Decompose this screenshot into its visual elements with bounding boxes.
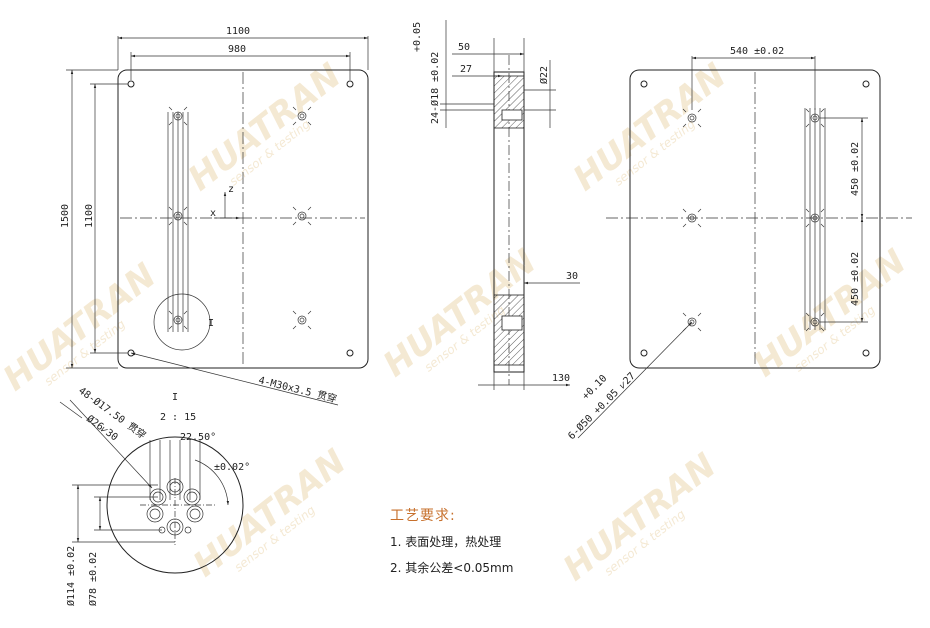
detail-outer-circle (106, 436, 244, 574)
dim-27: 27 (460, 64, 472, 75)
dim-width-1100: 1100 (226, 26, 250, 37)
watermark-brand-7: HUATRAN (181, 56, 349, 199)
section-tol-lower: 24-Ø18 ±0.02 (429, 52, 441, 124)
detail-scale: 2 : 15 (160, 412, 196, 423)
tube-bundle (167, 112, 189, 332)
detail-tube-lines (149, 440, 201, 500)
watermark-brand-5: HUATRAN (746, 242, 914, 385)
process-requirements: 工艺要求: 1. 表面处理，热处理 2. 其余公差<0.05mm (390, 505, 590, 585)
dim-450-upper: 450 ±0.02 (850, 142, 861, 196)
dim-50: 50 (458, 42, 470, 53)
dim-130: 130 (552, 373, 570, 384)
section-tol-upper: +0.05 (412, 22, 423, 52)
section-plate-outline (493, 71, 525, 373)
front-hole-callout: 4-M30x3.5 贯穿 (257, 373, 338, 405)
corner-hole (346, 349, 354, 357)
dim-height-1100: 1100 (84, 204, 95, 228)
dim-width-980: 980 (228, 44, 246, 55)
front-detail-ref: I (208, 318, 214, 329)
dim-450-lower: 450 ±0.02 (850, 252, 861, 306)
corner-hole (346, 80, 354, 88)
detail-circle-I (153, 293, 211, 351)
watermark-brand-1: HUATRAN (0, 256, 164, 399)
rear-view: 540 ±0.02 450 ±0.02 450 ±0.02 +0.10 6-Ø5… (566, 46, 912, 442)
dim-height-1500: 1500 (60, 204, 71, 228)
corner-hole (127, 80, 135, 88)
rear-tube-bundle (804, 108, 826, 330)
detail-dim-114: Ø114 ±0.02 (65, 546, 77, 606)
notes-item-1: 1. 表面处理，热处理 (390, 535, 502, 549)
dim-30: 30 (566, 271, 578, 282)
front-plate-outline (117, 69, 369, 369)
rear-plate-outline (629, 69, 881, 369)
axis-z-label: z (228, 184, 234, 195)
dim-540: 540 ±0.02 (730, 46, 784, 57)
detail-dim-78: Ø78 ±0.02 (87, 552, 99, 606)
notes-item-2: 2. 其余公差<0.05mm (390, 561, 514, 575)
watermark-brand-4: HUATRAN (566, 56, 734, 199)
section-view: 50 27 +0.05 24-Ø18 ±0.02 Ø22 30 130 (412, 20, 580, 390)
detail-angle: 22.50° (180, 432, 216, 443)
watermark-brand-2: HUATRAN (186, 442, 354, 585)
axis-x-label: x (210, 208, 216, 219)
detail-label: I (172, 392, 178, 403)
notes-title: 工艺要求: (390, 508, 456, 524)
detail-angle-tol: ±0.02° (214, 462, 250, 473)
dim-phi22: Ø22 (538, 66, 550, 84)
